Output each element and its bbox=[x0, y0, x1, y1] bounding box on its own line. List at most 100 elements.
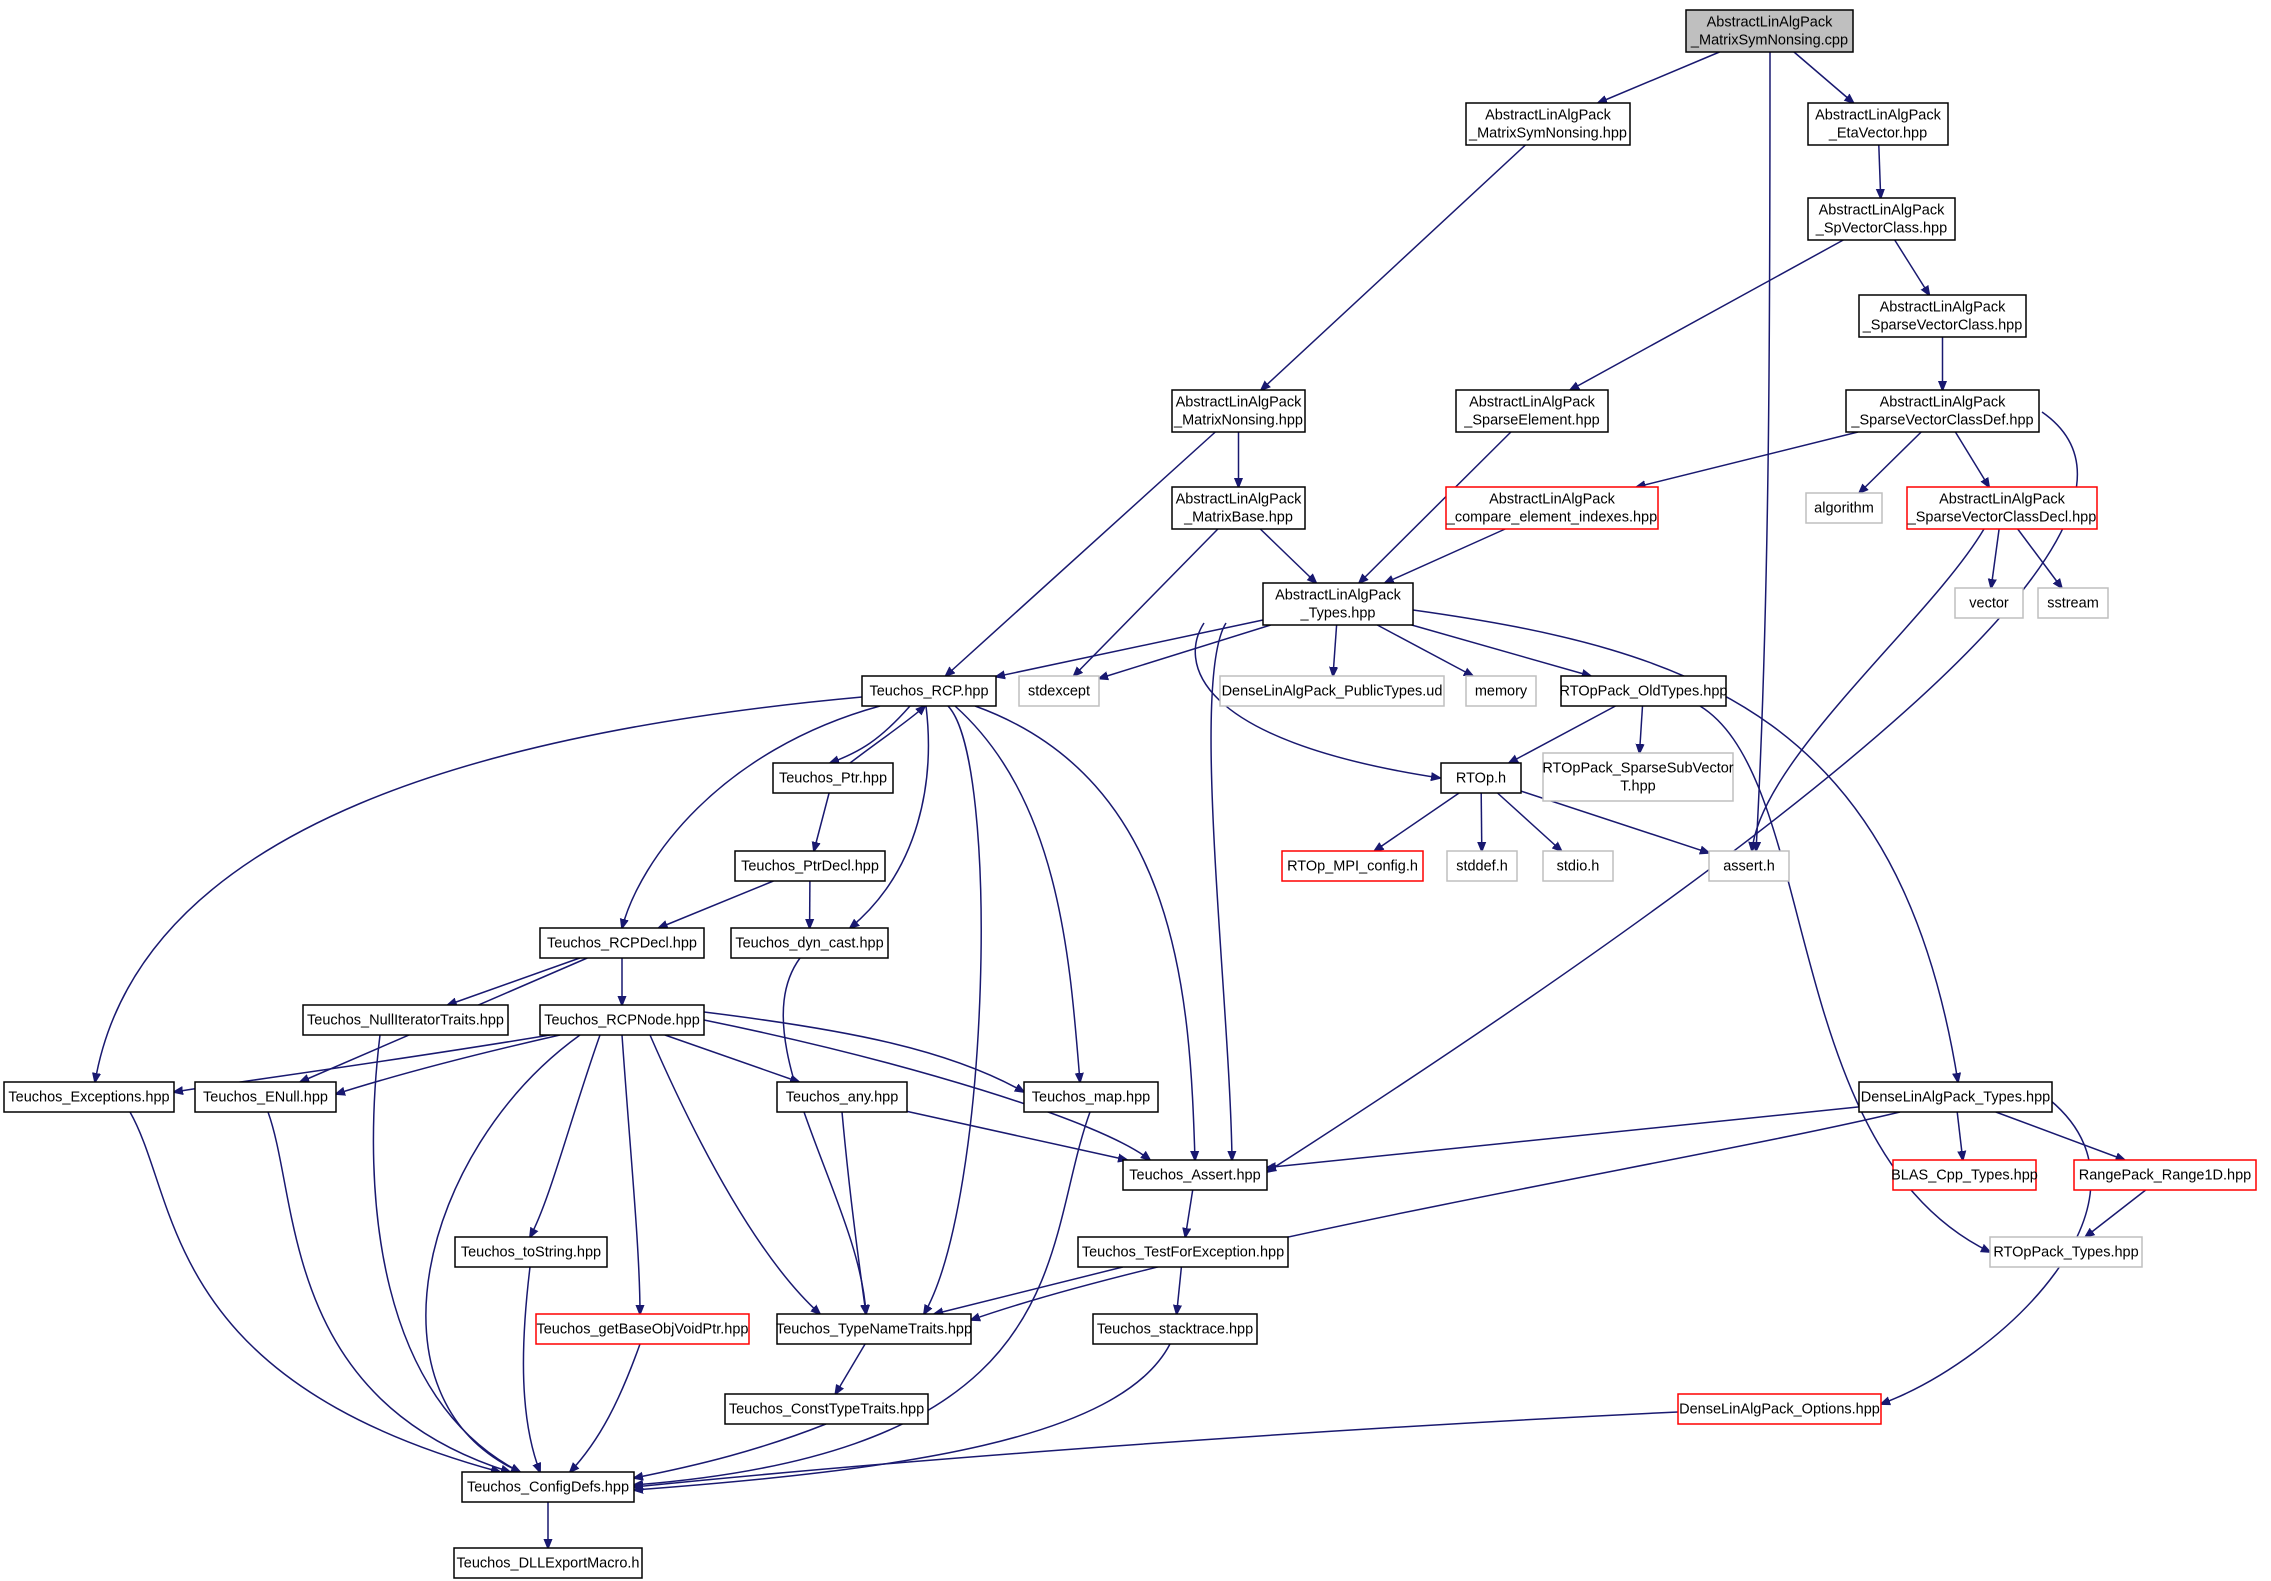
node-rcpdecl[interactable]: Teuchos_RCPDecl.hpp bbox=[539, 927, 705, 959]
node-sstream[interactable]: sstream bbox=[2037, 587, 2109, 619]
edge-svcdef-to-tassert bbox=[1267, 411, 2079, 1172]
node-label: assert.h bbox=[1723, 859, 1775, 875]
node-label: AbstractLinAlgPack bbox=[1176, 492, 1302, 508]
node-box bbox=[1542, 752, 1734, 802]
node-root[interactable]: AbstractLinAlgPack_MatrixSymNonsing.cpp bbox=[1685, 9, 1854, 53]
node-typename[interactable]: Teuchos_TypeNameTraits.hpp bbox=[776, 1313, 972, 1345]
node-stddef[interactable]: stddef.h bbox=[1446, 850, 1518, 882]
node-vector[interactable]: vector bbox=[1954, 587, 2024, 619]
node-cmpidx[interactable]: AbstractLinAlgPack_compare_element_index… bbox=[1445, 486, 1659, 530]
node-box bbox=[535, 1313, 750, 1345]
node-rtop[interactable]: RTOp.h bbox=[1440, 762, 1522, 794]
node-ptrdecl[interactable]: Teuchos_PtrDecl.hpp bbox=[734, 850, 886, 882]
node-eta[interactable]: AbstractLinAlgPack_EtaVector.hpp bbox=[1807, 102, 1949, 146]
edge-consttype-to-configdefs bbox=[634, 1423, 827, 1478]
node-stdexcept[interactable]: stdexcept bbox=[1018, 675, 1100, 707]
node-stdio[interactable]: stdio.h bbox=[1542, 850, 1614, 882]
node-blas[interactable]: BLAS_Cpp_Types.hpp bbox=[1891, 1159, 2038, 1191]
edge-rcpnode-to-typename bbox=[649, 1034, 820, 1314]
node-label: _SparseVectorClassDecl.hpp bbox=[1907, 510, 2097, 526]
node-dlaopt[interactable]: DenseLinAlgPack_Options.hpp bbox=[1677, 1393, 1882, 1425]
node-svcdecl[interactable]: AbstractLinAlgPack_SparseVectorClassDecl… bbox=[1906, 486, 2098, 530]
node-rcpnode[interactable]: Teuchos_RCPNode.hpp bbox=[539, 1004, 705, 1036]
node-memory[interactable]: memory bbox=[1465, 675, 1537, 707]
node-mnon[interactable]: AbstractLinAlgPack_MatrixNonsing.hpp bbox=[1171, 389, 1306, 433]
edge-line bbox=[1261, 144, 1526, 390]
node-consttype[interactable]: Teuchos_ConstTypeTraits.hpp bbox=[724, 1393, 929, 1425]
edge-rcpnode-to-tostring bbox=[530, 1034, 601, 1237]
node-dllexport[interactable]: Teuchos_DLLExportMacro.h bbox=[453, 1547, 643, 1579]
edge-stacktrace-to-configdefs bbox=[634, 1343, 1171, 1490]
edge-line bbox=[1374, 792, 1460, 851]
edge-line bbox=[659, 880, 774, 928]
node-box bbox=[3, 1081, 175, 1113]
node-tassert[interactable]: Teuchos_Assert.hpp bbox=[1122, 1159, 1268, 1191]
edge-line bbox=[1210, 622, 1232, 1160]
node-dlatypes[interactable]: DenseLinAlgPack_Types.hpp bbox=[1858, 1081, 2053, 1113]
edge-line bbox=[1991, 528, 2000, 588]
edge-line bbox=[954, 705, 1080, 1082]
node-box bbox=[1805, 492, 1883, 524]
node-dlapub[interactable]: DenseLinAlgPack_PublicTypes.ud bbox=[1219, 675, 1445, 707]
node-spvc[interactable]: AbstractLinAlgPack_SpVectorClass.hpp bbox=[1807, 197, 1956, 241]
node-rcp[interactable]: Teuchos_RCP.hpp bbox=[861, 675, 997, 707]
edge-rcpnode-to-enull bbox=[336, 1034, 561, 1094]
node-label: RTOpPack_Types.hpp bbox=[1993, 1245, 2138, 1261]
node-box bbox=[1807, 102, 1949, 146]
node-box bbox=[1465, 102, 1631, 146]
node-box bbox=[454, 1236, 608, 1268]
edge-line bbox=[448, 957, 581, 1005]
node-assert[interactable]: assert.h bbox=[1708, 850, 1790, 882]
edge-line bbox=[703, 1019, 1150, 1160]
node-mpi[interactable]: RTOp_MPI_config.h bbox=[1281, 850, 1424, 882]
node-svc[interactable]: AbstractLinAlgPack_SparseVectorClass.hpp bbox=[1858, 294, 2027, 338]
edge-rcp-to-excep bbox=[95, 696, 863, 1082]
node-stacktrace[interactable]: Teuchos_stacktrace.hpp bbox=[1092, 1313, 1258, 1345]
node-label: _SparseVectorClassDef.hpp bbox=[1850, 413, 2033, 429]
edge-line bbox=[1376, 624, 1473, 676]
edge-dlaopt-to-configdefs bbox=[634, 1411, 1679, 1487]
node-box bbox=[302, 1004, 509, 1036]
node-map[interactable]: Teuchos_map.hpp bbox=[1023, 1081, 1159, 1113]
node-label: Teuchos_RCPDecl.hpp bbox=[547, 936, 697, 952]
edge-line bbox=[849, 706, 925, 764]
edge-any-to-tassert bbox=[906, 1110, 1127, 1160]
edge-line bbox=[1570, 239, 1844, 390]
edge-msn_hpp-to-mnon bbox=[1261, 144, 1526, 390]
node-testfor[interactable]: Teuchos_TestForException.hpp bbox=[1077, 1236, 1289, 1268]
node-tostring[interactable]: Teuchos_toString.hpp bbox=[454, 1236, 608, 1268]
node-box bbox=[1219, 675, 1445, 707]
node-rtoptypes[interactable]: RTOpPack_Types.hpp bbox=[1989, 1236, 2143, 1268]
node-spel[interactable]: AbstractLinAlgPack_SparseElement.hpp bbox=[1455, 389, 1609, 433]
edge-rcpnode-to-tassert bbox=[703, 1019, 1150, 1160]
node-label: stdio.h bbox=[1557, 859, 1600, 875]
edge-testfor-to-typename bbox=[934, 1266, 1123, 1314]
edge-line bbox=[1333, 624, 1337, 676]
node-dyncast[interactable]: Teuchos_dyn_cast.hpp bbox=[730, 927, 889, 959]
node-label: Teuchos_ENull.hpp bbox=[203, 1090, 328, 1106]
node-box bbox=[861, 675, 997, 707]
node-box bbox=[1677, 1393, 1882, 1425]
edge-types-to-stdexcept bbox=[1099, 624, 1271, 679]
node-excep[interactable]: Teuchos_Exceptions.hpp bbox=[3, 1081, 175, 1113]
node-range1d[interactable]: RangePack_Range1D.hpp bbox=[2073, 1159, 2257, 1191]
node-rtopold[interactable]: RTOpPack_OldTypes.hpp bbox=[1560, 675, 1728, 707]
node-box bbox=[724, 1393, 929, 1425]
node-configdefs[interactable]: Teuchos_ConfigDefs.hpp bbox=[461, 1471, 635, 1503]
node-box bbox=[461, 1471, 635, 1503]
node-nulliter[interactable]: Teuchos_NullIteratorTraits.hpp bbox=[302, 1004, 509, 1036]
edge-tostring-to-configdefs bbox=[522, 1266, 540, 1472]
edge-line bbox=[830, 705, 911, 763]
node-box bbox=[1445, 486, 1659, 530]
node-ptr[interactable]: Teuchos_Ptr.hpp bbox=[772, 762, 894, 794]
node-mbase[interactable]: AbstractLinAlgPack_MatrixBase.hpp bbox=[1171, 486, 1306, 530]
node-types[interactable]: AbstractLinAlgPack_Types.hpp bbox=[1262, 582, 1414, 626]
node-any[interactable]: Teuchos_any.hpp bbox=[776, 1081, 908, 1113]
node-getbase[interactable]: Teuchos_getBaseObjVoidPtr.hpp bbox=[535, 1313, 750, 1345]
node-svcdef[interactable]: AbstractLinAlgPack_SparseVectorClassDef.… bbox=[1845, 389, 2040, 433]
node-enull[interactable]: Teuchos_ENull.hpp bbox=[194, 1081, 337, 1113]
node-msn_hpp[interactable]: AbstractLinAlgPack_MatrixSymNonsing.hpp bbox=[1465, 102, 1631, 146]
node-algorithm[interactable]: algorithm bbox=[1805, 492, 1883, 524]
node-box bbox=[1281, 850, 1424, 882]
